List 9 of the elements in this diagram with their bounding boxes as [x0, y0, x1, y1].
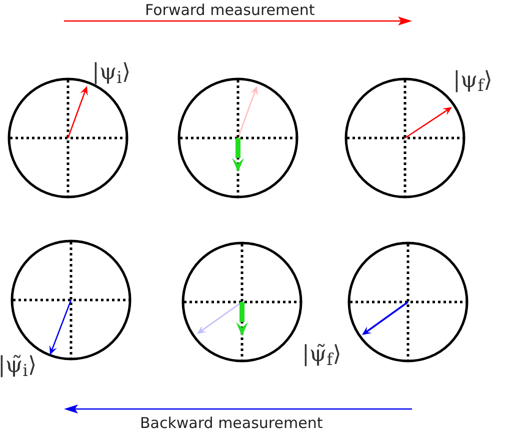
state-ket-label: |ψ̃$_{f}$⟩ — [302, 342, 342, 368]
state-ket-label: |ψ$_{f}$⟩ — [453, 68, 492, 94]
phase-circle — [181, 241, 303, 363]
phase-circle — [347, 241, 469, 363]
state-ket-label: |ψ$_{i}$⟩ — [92, 60, 131, 86]
direction-label: Forward measurement — [145, 0, 315, 21]
state-ket-label: |ψ̃$_{i}$⟩ — [0, 353, 37, 379]
direction-label: Backward measurement — [140, 413, 323, 432]
phase-circle — [177, 77, 299, 199]
